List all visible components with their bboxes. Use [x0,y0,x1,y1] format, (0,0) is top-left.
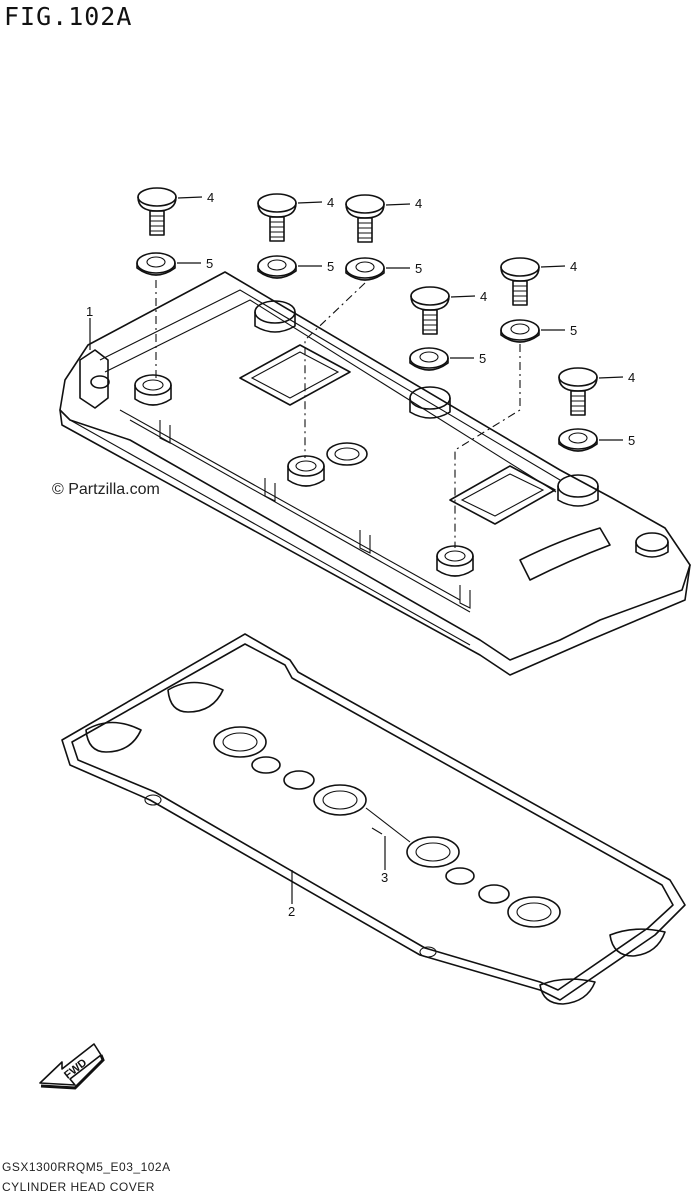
callout-3: 3 [381,870,388,885]
washer-5[interactable] [500,319,540,343]
callout-4-e: 4 [570,259,577,274]
bolt-4[interactable] [410,286,450,335]
callout-4-b: 4 [327,195,334,210]
callout-5-c: 5 [415,261,422,276]
callout-4-c: 4 [415,196,422,211]
callout-5-e: 5 [570,323,577,338]
callout-2: 2 [288,904,295,919]
callout-5-b: 5 [327,259,334,274]
plug-hole-gasket[interactable] [213,726,561,928]
callout-4-f: 4 [628,370,635,385]
cover-gasket[interactable] [61,633,686,1005]
callout-5-f: 5 [628,433,635,448]
cylinder-head-cover[interactable] [59,271,691,676]
callout-5-a: 5 [206,256,213,271]
fwd-arrow-icon: FWD [39,1043,105,1090]
bolt-2[interactable] [257,193,297,242]
washer-1[interactable] [136,252,176,276]
bolt-6[interactable] [558,367,598,416]
washer-4[interactable] [409,347,449,371]
bolt-3[interactable] [345,194,385,243]
callout-4-d: 4 [480,289,487,304]
callout-1: 1 [86,304,93,319]
leader-lines [89,196,624,904]
bolt-5[interactable] [500,257,540,306]
callout-5-d: 5 [479,351,486,366]
footer-code: GSX1300RRQM5_E03_102A [2,1160,171,1174]
washer-6[interactable] [558,428,598,452]
footer-name: CYLINDER HEAD COVER [2,1180,155,1194]
washer-2[interactable] [257,255,297,279]
watermark: © Partzilla.com [52,481,160,498]
assembly-lines [155,280,521,548]
washer-3[interactable] [345,257,385,281]
bolt-1[interactable] [137,187,177,236]
figure-title: FIG.102A [4,2,133,31]
callout-4-a: 4 [207,190,214,205]
